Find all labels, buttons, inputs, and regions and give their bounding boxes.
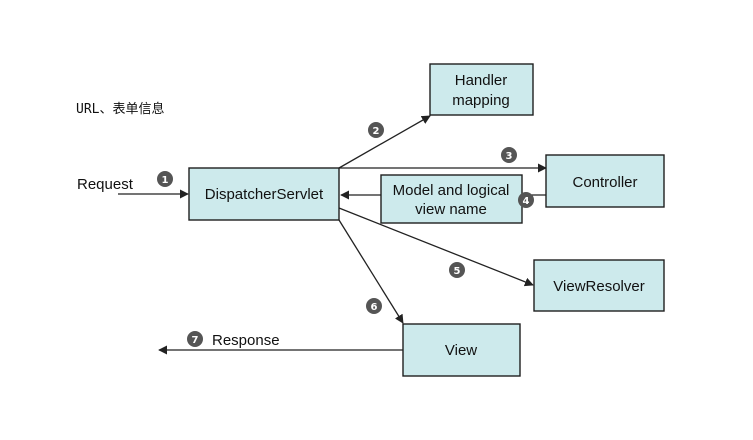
- dispatcher-servlet-label: DispatcherServlet: [205, 186, 324, 203]
- step-1-number: 1: [162, 175, 169, 186]
- model-view-label-line1: Model and logical: [393, 182, 510, 199]
- note-text: URL、表单信息: [76, 101, 164, 117]
- step-badge-3: 3: [501, 147, 517, 163]
- node-model-and-view-name: Model and logical view name: [380, 174, 523, 224]
- edge-view: [338, 219, 404, 324]
- step-badge-5: 5: [449, 262, 465, 278]
- node-view: View: [402, 323, 521, 377]
- step-badge-4: 4: [518, 192, 534, 208]
- node-controller: Controller: [545, 154, 665, 208]
- step-7-number: 7: [192, 335, 199, 346]
- view-resolver-label: ViewResolver: [553, 278, 644, 295]
- step-badge-2: 2: [368, 122, 384, 138]
- step-5-number: 5: [454, 266, 461, 277]
- edge-view-resolver: [338, 207, 534, 287]
- node-dispatcher-servlet: DispatcherServlet: [188, 167, 340, 221]
- step-badge-1: 1: [157, 171, 173, 187]
- step-badge-7: 7: [187, 331, 203, 347]
- step-6-number: 6: [371, 302, 378, 313]
- step-4-number: 4: [523, 196, 530, 207]
- controller-label: Controller: [572, 174, 637, 191]
- view-label: View: [445, 342, 477, 359]
- handler-mapping-label-line2: mapping: [452, 92, 510, 109]
- step-2-number: 2: [373, 126, 380, 137]
- node-view-resolver: ViewResolver: [533, 259, 665, 312]
- edge-handler-mapping: [338, 115, 431, 169]
- model-view-label-line2: view name: [415, 201, 487, 218]
- request-label: Request: [77, 176, 134, 193]
- handler-mapping-label-line1: Handler: [455, 72, 508, 89]
- response-label: Response: [212, 332, 280, 349]
- step-3-number: 3: [506, 151, 513, 162]
- step-badge-6: 6: [366, 298, 382, 314]
- node-handler-mapping: Handler mapping: [429, 63, 534, 116]
